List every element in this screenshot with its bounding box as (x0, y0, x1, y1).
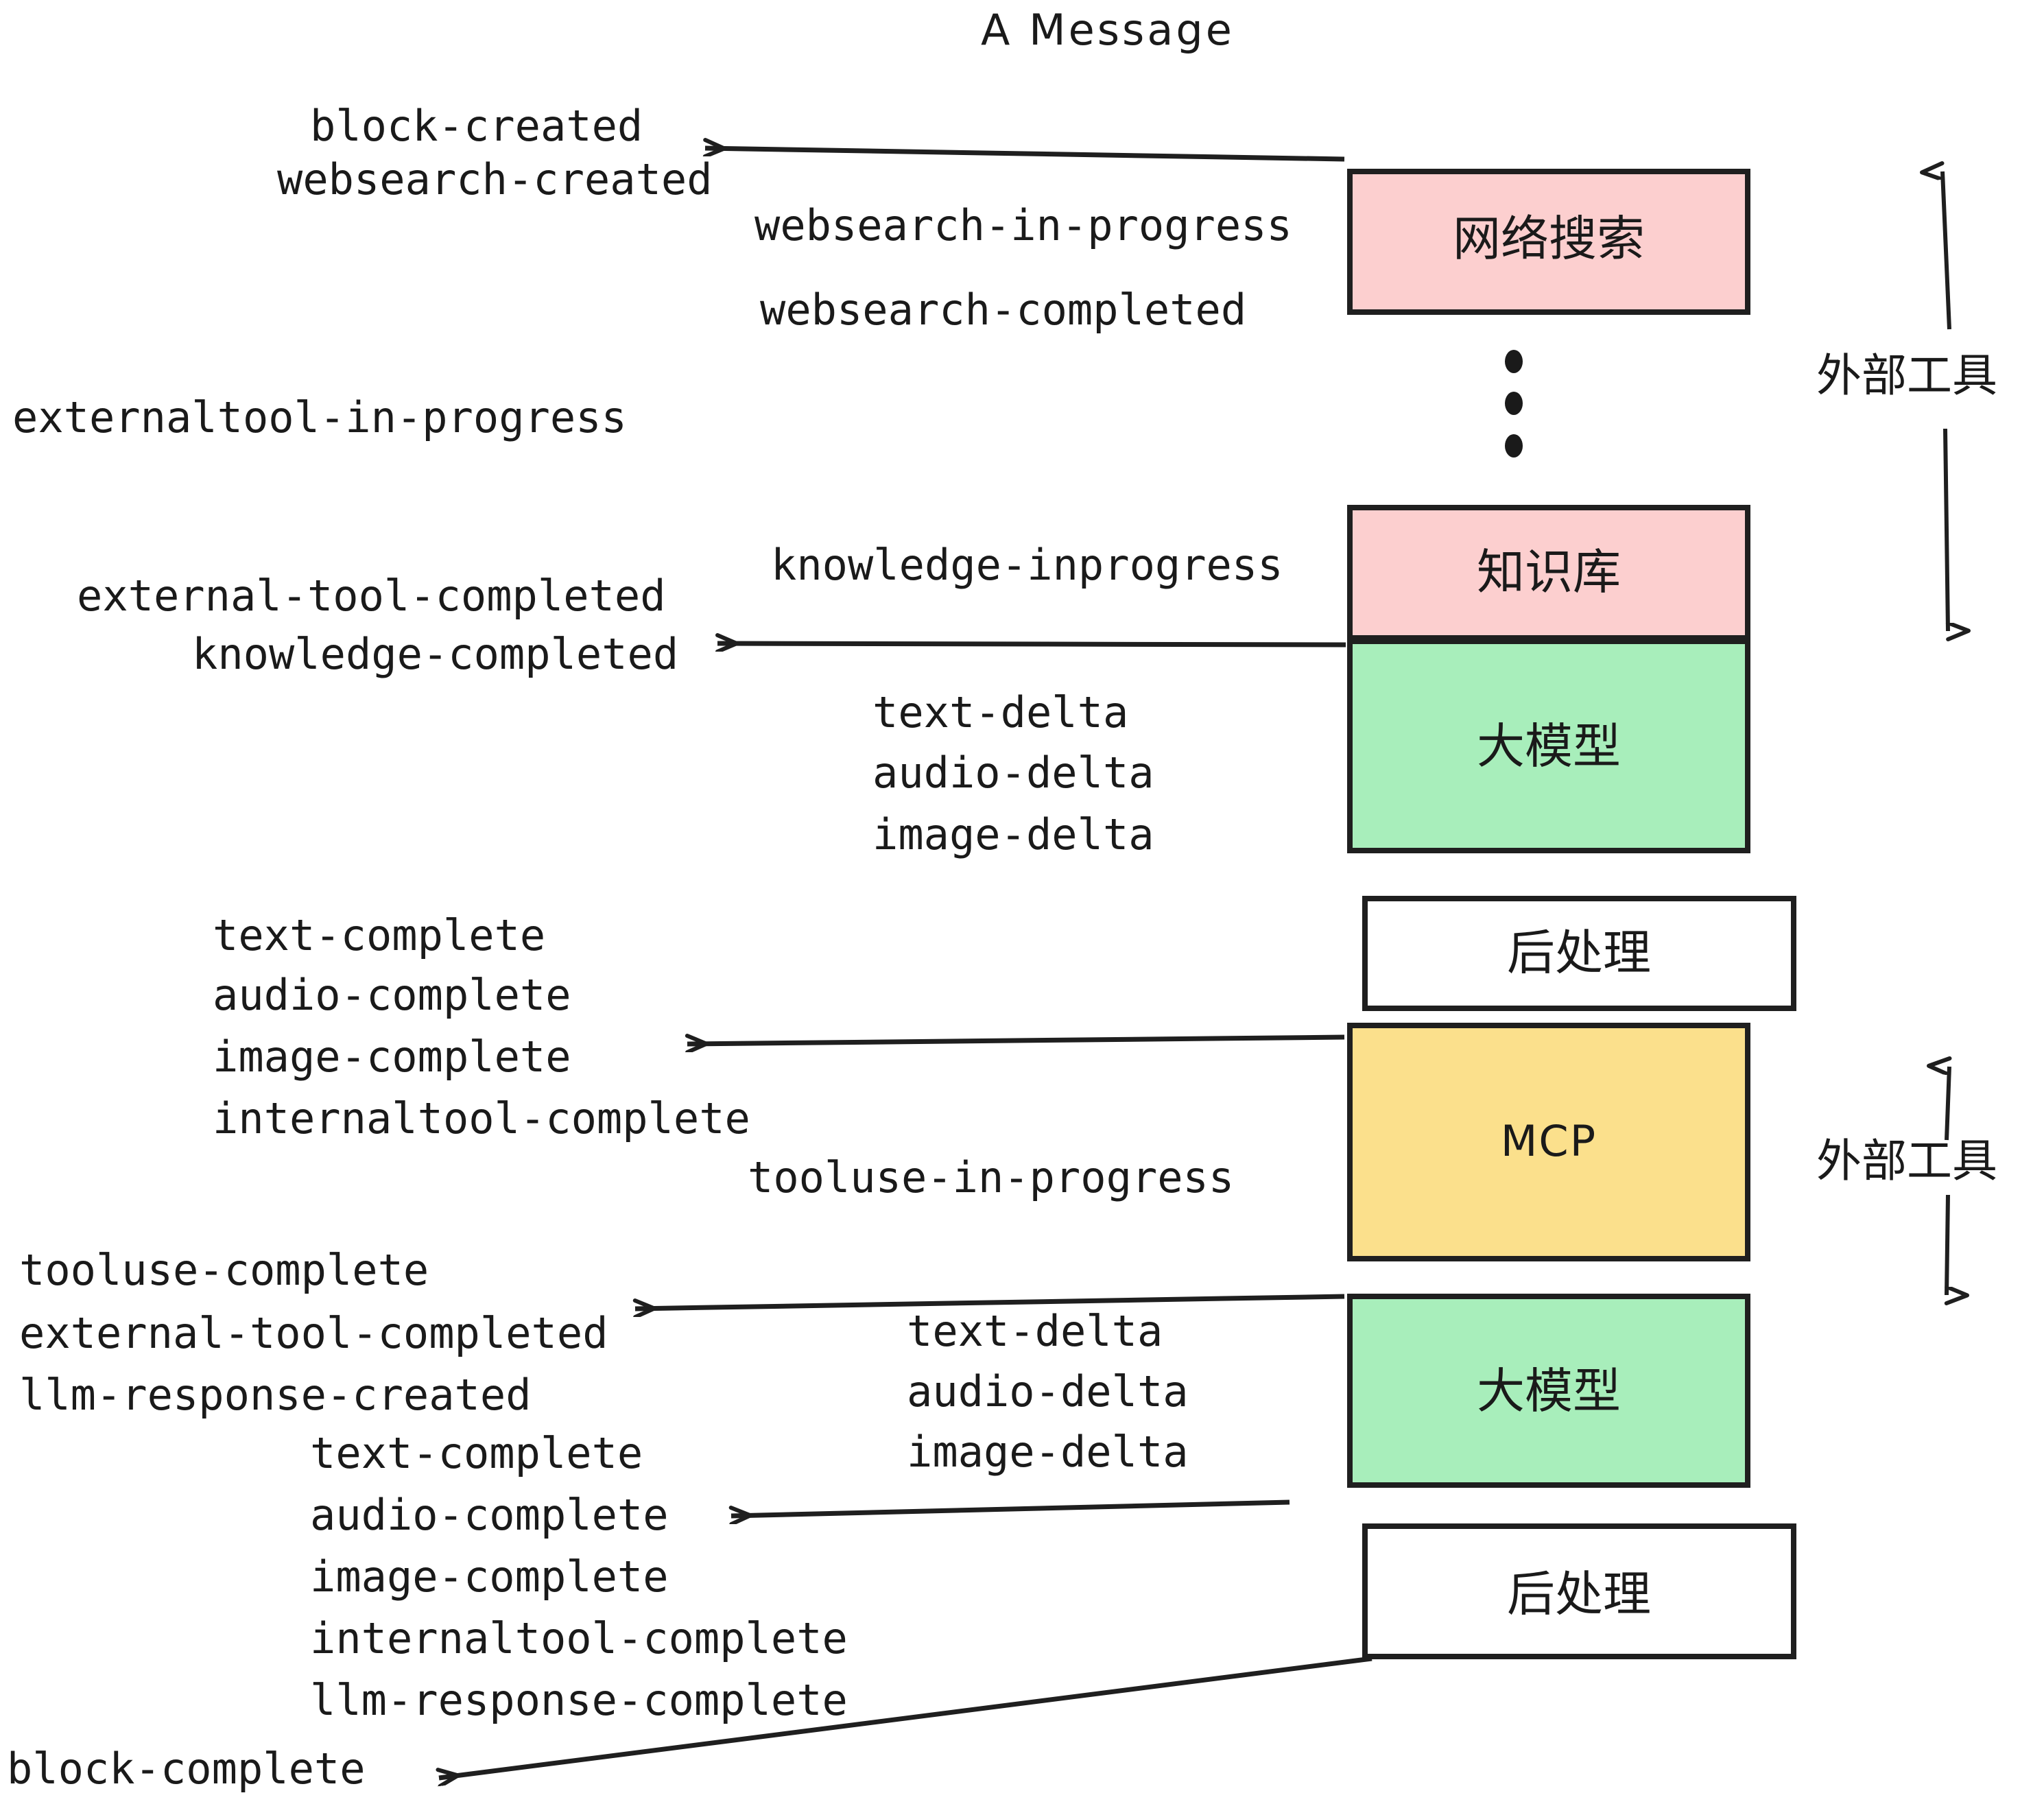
event-label-audio-complete-2: audio-complete (310, 1490, 669, 1540)
arrow-tooluse-complete (635, 1294, 1345, 1309)
event-label-tooluse-complete: tooluse-complete (19, 1245, 429, 1295)
event-label-websearch-in-progress: websearch-in-progress (754, 200, 1292, 250)
box-mcp-rect[interactable] (1347, 1023, 1750, 1261)
box-mcp[interactable]: MCP (1347, 1023, 1750, 1261)
box-llm-1-rect[interactable] (1347, 639, 1750, 853)
external-tool-arrows-bottom (1947, 1067, 1949, 1295)
arrow-block-complete (439, 1656, 1372, 1778)
box-llm-1-label: 大模型 (1477, 718, 1621, 774)
arrow-knowledge-completed (717, 643, 1346, 645)
box-llm-1[interactable]: 大模型 (1347, 639, 1750, 853)
arrow-block-created (705, 148, 1345, 162)
external-tools-arrow-bottom-down (1947, 1194, 1948, 1295)
event-label-block-complete: block-complete (7, 1744, 366, 1794)
box-knowledge[interactable]: 知识库 (1347, 505, 1750, 641)
event-label-text-complete-2: text-complete (310, 1428, 643, 1478)
external-tools-arrow-top-up (1942, 171, 1951, 330)
event-label-audio-delta-1: audio-delta (872, 748, 1154, 798)
event-label-image-complete-1: image-complete (213, 1032, 571, 1082)
side-label-external-tools-top: 外部工具 (1816, 349, 1997, 402)
event-label-knowledge-inprogress: knowledge-inprogress (771, 540, 1283, 590)
box-postproc-2-rect[interactable] (1362, 1523, 1796, 1659)
box-postproc-1[interactable]: 后处理 (1362, 896, 1796, 1011)
event-label-image-delta-2: image-delta (907, 1427, 1189, 1477)
event-label-knowledge-completed: knowledge-completed (192, 629, 678, 679)
event-label-text-complete-1: text-complete (213, 910, 545, 960)
event-label-tooluse-in-progress: tooluse-in-progress (748, 1152, 1234, 1202)
box-websearch-label: 网络搜索 (1453, 211, 1645, 267)
event-label-websearch-created: websearch-created (277, 154, 713, 204)
event-label-block-created: block-created (310, 101, 643, 151)
box-postproc-1-rect[interactable] (1362, 896, 1796, 1011)
event-arrows (439, 148, 1372, 1778)
event-label-image-delta-1: image-delta (872, 809, 1154, 859)
event-label-audio-delta-2: audio-delta (907, 1366, 1189, 1416)
event-label-externaltool-in-progress: externaltool-in-progress (12, 392, 627, 442)
box-llm-2[interactable]: 大模型 (1347, 1294, 1750, 1488)
arrow-audio-complete (731, 1499, 1290, 1516)
event-label-external-tool-completed-1: external-tool-completed (77, 571, 666, 621)
external-tool-arrows-top (1942, 171, 1949, 631)
box-websearch[interactable]: 网络搜索 (1347, 169, 1750, 315)
external-tools-arrow-top-down (1943, 428, 1948, 631)
box-websearch-rect[interactable] (1347, 169, 1750, 315)
box-knowledge-rect[interactable] (1347, 505, 1750, 641)
box-postproc-2-label: 后处理 (1507, 1566, 1651, 1622)
ellipsis-icon (1505, 350, 1523, 458)
arrow-image-complete (687, 1037, 1345, 1044)
event-label-audio-complete-1: audio-complete (213, 970, 571, 1020)
box-postproc-2[interactable]: 后处理 (1362, 1523, 1796, 1659)
component-boxes: 网络搜索 知识库 大模型 后处理 MCP 大模型 (1347, 169, 1796, 1659)
page-title: A Message (981, 5, 1235, 55)
event-label-image-complete-2: image-complete (310, 1552, 669, 1602)
external-tools-arrow-bottom-up (1947, 1067, 1949, 1141)
event-label-websearch-completed: websearch-completed (760, 285, 1246, 335)
box-mcp-label: MCP (1501, 1116, 1597, 1166)
event-label-internaltool-complete-1: internaltool-complete (213, 1093, 750, 1143)
event-label-internaltool-complete-2: internaltool-complete (310, 1613, 848, 1663)
box-llm-2-label: 大模型 (1477, 1363, 1621, 1419)
box-llm-2-rect[interactable] (1347, 1294, 1750, 1488)
box-postproc-1-label: 后处理 (1507, 925, 1651, 981)
box-knowledge-label: 知识库 (1477, 544, 1621, 600)
event-label-external-tool-completed-2: external-tool-completed (19, 1308, 608, 1358)
event-label-llm-response-created: llm-response-created (19, 1370, 532, 1420)
event-label-llm-response-complete: llm-response-complete (310, 1675, 848, 1725)
event-label-text-delta-2: text-delta (907, 1306, 1163, 1356)
side-label-external-tools-bottom: 外部工具 (1816, 1135, 1997, 1187)
event-label-text-delta-1: text-delta (872, 687, 1128, 737)
event-labels: block-created websearch-created websearc… (7, 101, 1292, 1794)
